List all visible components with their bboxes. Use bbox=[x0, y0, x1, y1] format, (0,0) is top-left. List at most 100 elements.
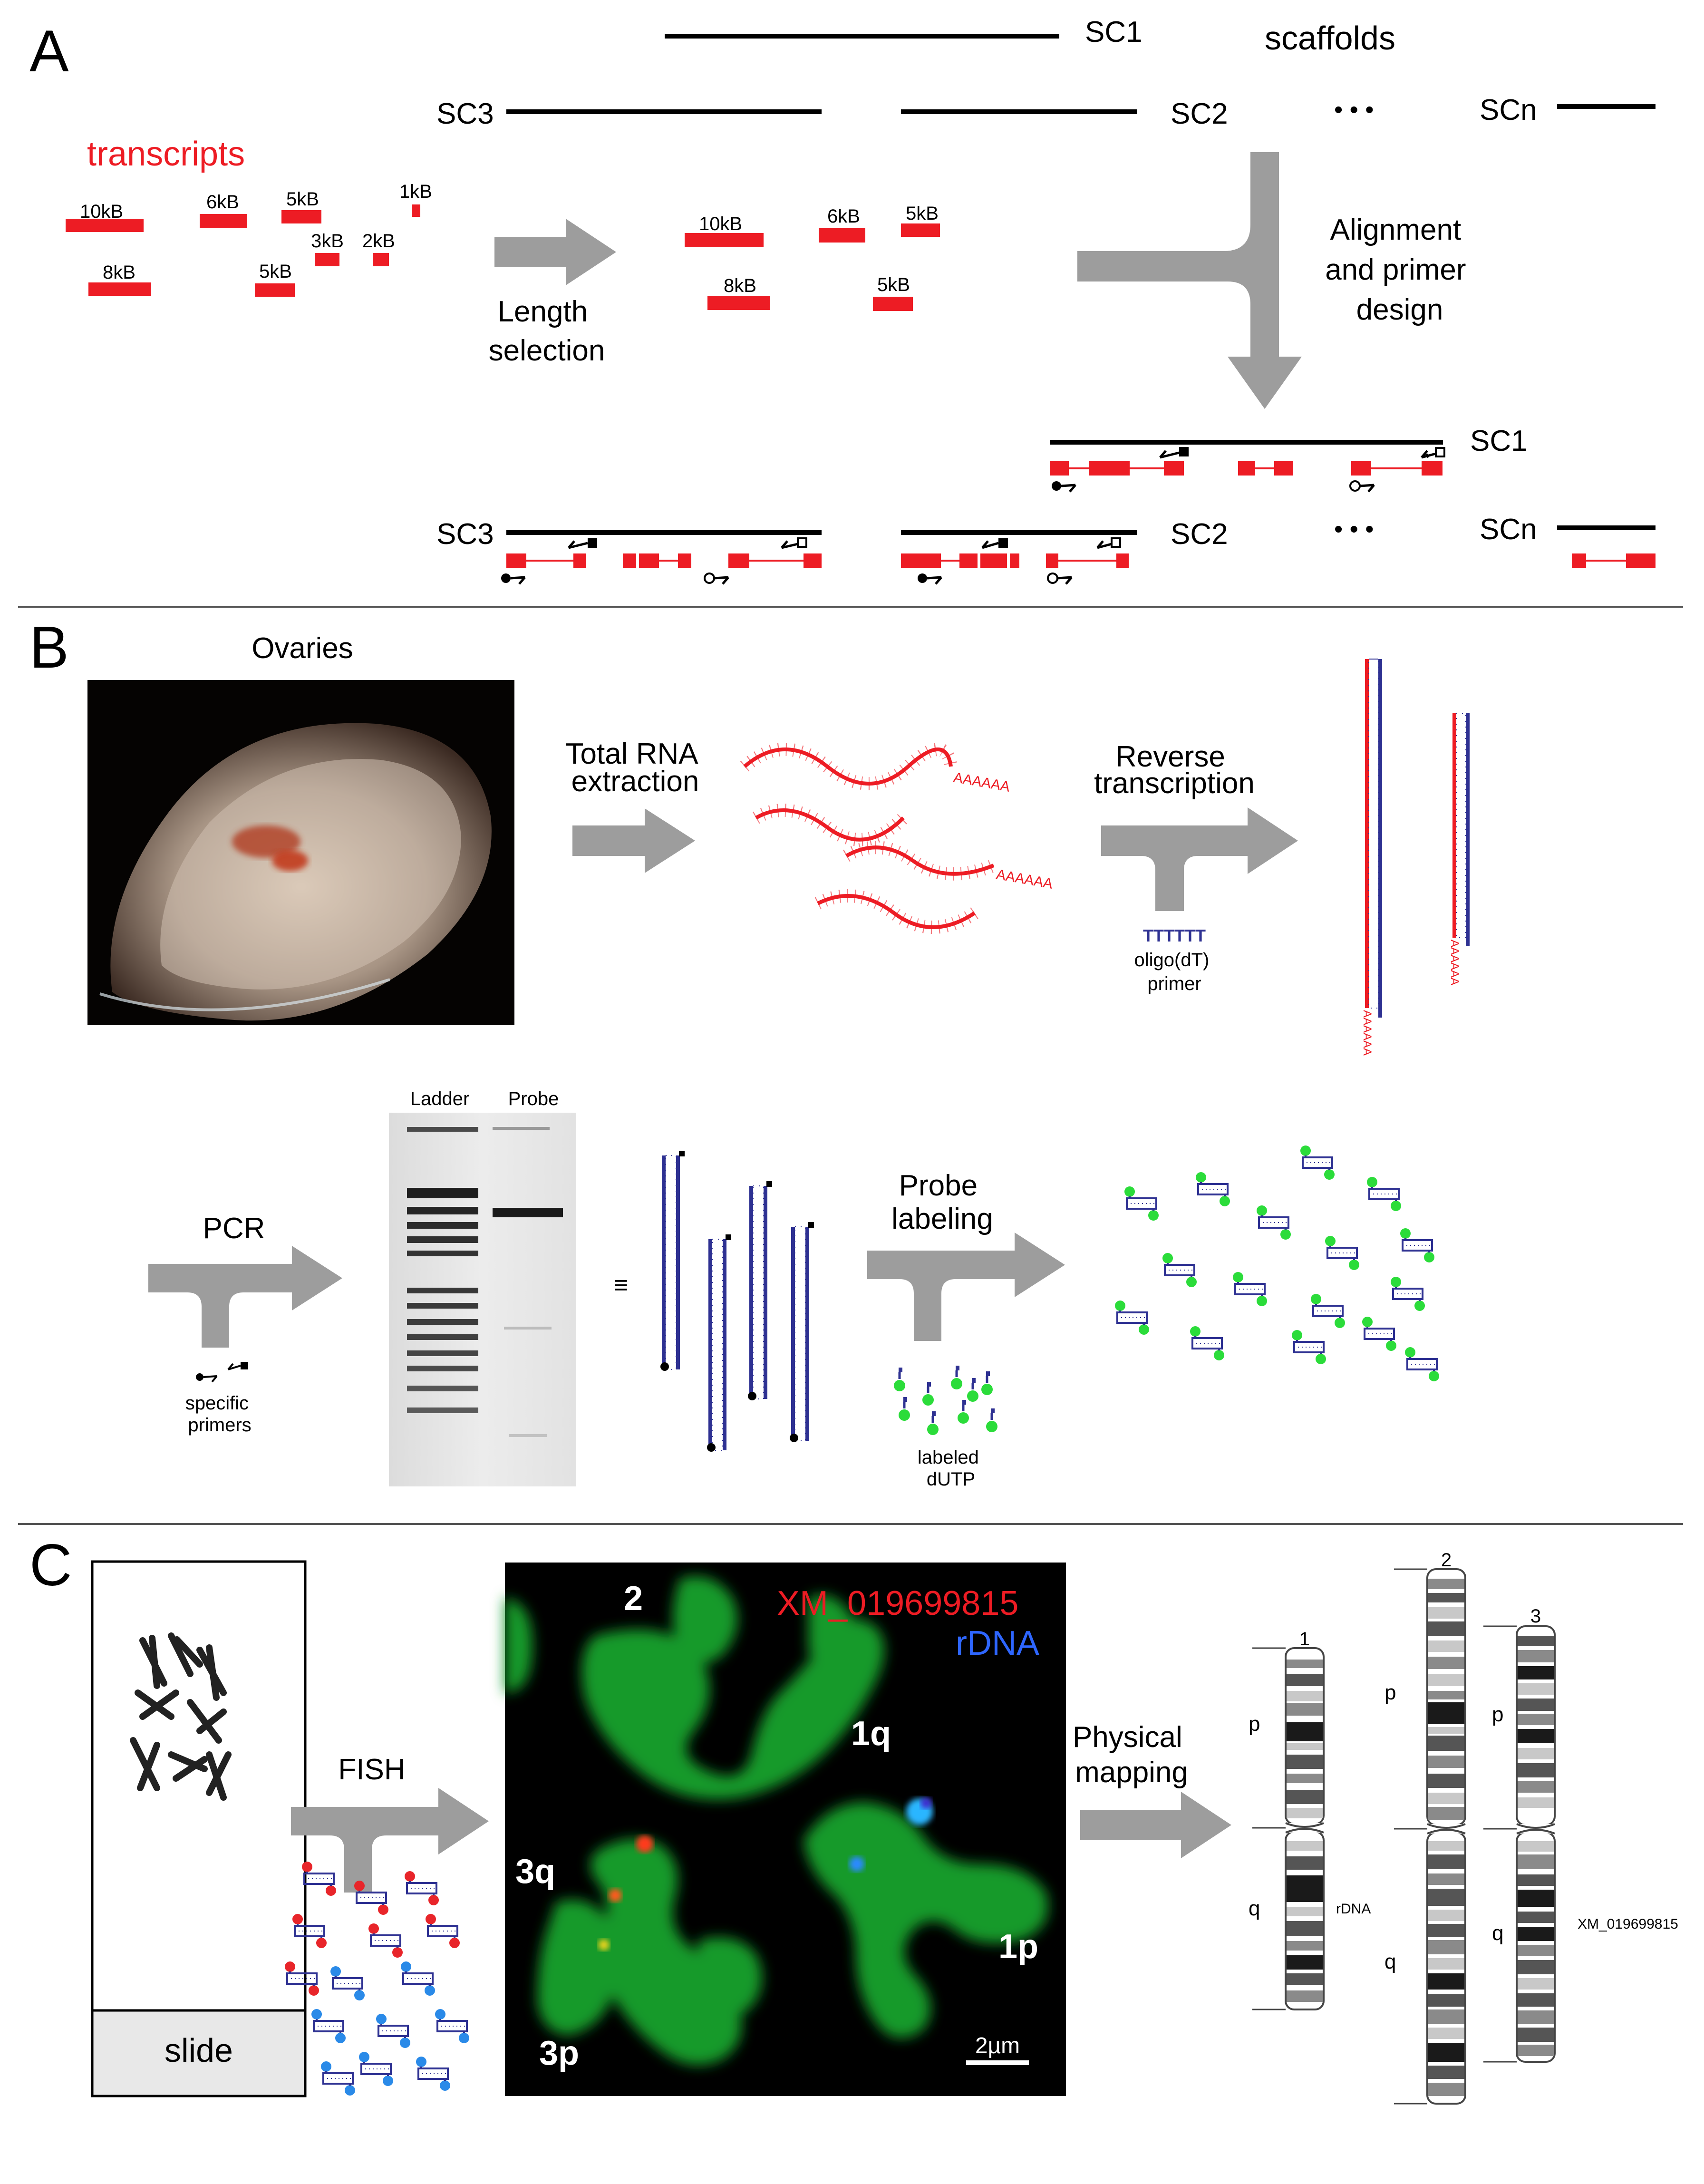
transcript-8kb bbox=[88, 282, 151, 296]
chr3-marker-label: XM_019699815 bbox=[1578, 1916, 1678, 1932]
alignment-label: Alignment and primer design bbox=[1325, 214, 1474, 326]
labeled-probe-10 bbox=[1115, 1301, 1149, 1335]
aligned-sc3 bbox=[501, 530, 822, 585]
fish-probe-red-4 bbox=[292, 1914, 327, 1948]
cdna-hybrid-short bbox=[1452, 713, 1470, 946]
sc1-label-bottom: SC1 bbox=[1470, 425, 1528, 457]
t5kb-b-label: 5kB bbox=[259, 261, 292, 282]
transcript-10kb bbox=[66, 219, 144, 232]
sc3-label-bottom: SC3 bbox=[436, 518, 494, 551]
dutp-6 bbox=[927, 1411, 939, 1435]
labeled-probe-2 bbox=[1196, 1172, 1230, 1206]
pcr-product-3 bbox=[749, 1185, 767, 1399]
labeled-dutp-icons bbox=[894, 1366, 997, 1435]
physical-mapping-line1: Physical bbox=[1073, 1721, 1182, 1754]
dutp-5 bbox=[899, 1397, 910, 1421]
transcript-5kb-b bbox=[255, 283, 295, 297]
fish-probe-red-2 bbox=[354, 1881, 388, 1915]
dutp-8 bbox=[986, 1408, 997, 1432]
polya-2: AAAAAA bbox=[995, 866, 1054, 892]
chrom-1p-label: 1p bbox=[998, 1928, 1038, 1966]
pcr-product-2 bbox=[708, 1239, 726, 1451]
oligo-seq: TTTTTT bbox=[1143, 926, 1206, 945]
sc3-label-top: SC3 bbox=[436, 97, 494, 130]
dots-top: • • • bbox=[1334, 96, 1374, 124]
sel-10kb-label: 10kB bbox=[699, 214, 742, 234]
labeled-probe-7 bbox=[1162, 1253, 1197, 1287]
sel-5kb-b-label: 5kB bbox=[877, 274, 910, 295]
xm-signal-1 bbox=[636, 1835, 653, 1853]
probe-labeling-line1: Probe bbox=[899, 1169, 978, 1202]
selected-5kb-b bbox=[873, 297, 913, 311]
dutp-1 bbox=[894, 1368, 905, 1391]
fish-probe-blue-3 bbox=[311, 2009, 346, 2043]
polya-hybrid-long: AAAAAA bbox=[1361, 1010, 1374, 1056]
panel-b-letter: B bbox=[29, 615, 69, 680]
scn-label-top: SCn bbox=[1480, 94, 1537, 126]
ideogram-chr2 bbox=[1394, 1568, 1466, 2105]
physical-mapping-arrow bbox=[1080, 1792, 1231, 1858]
selected-8kb bbox=[707, 296, 770, 310]
sc2-label-top: SC2 bbox=[1171, 97, 1228, 130]
labeled-probes bbox=[1115, 1145, 1439, 1381]
t5kb-label: 5kB bbox=[286, 189, 319, 210]
sc1-label-top: SC1 bbox=[1085, 16, 1142, 49]
chr1-q-label: q bbox=[1249, 1897, 1260, 1920]
polya-hybrid-short: AAAAAA bbox=[1448, 940, 1461, 985]
pcr-products bbox=[662, 1155, 809, 1451]
specific-primers-icon bbox=[196, 1362, 248, 1383]
labeled-dutp-line1: labeled bbox=[918, 1447, 979, 1468]
fish-probe-red-1 bbox=[302, 1862, 336, 1896]
specific-primers-line2: primers bbox=[188, 1415, 251, 1436]
equivalence-sign: ≡ bbox=[614, 1272, 628, 1299]
t6kb-label: 6kB bbox=[206, 192, 239, 213]
sc2-label-bottom: SC2 bbox=[1171, 518, 1228, 551]
specific-primers-label: specific primers bbox=[185, 1393, 254, 1436]
fish-probe-blue-6 bbox=[321, 2061, 355, 2096]
fish-probe-blue-5 bbox=[435, 2009, 469, 2043]
fish-probe-red-5 bbox=[368, 1923, 403, 1958]
pcr-product-1 bbox=[662, 1155, 680, 1370]
dutp-4 bbox=[981, 1371, 993, 1395]
fish-rdna-label: rDNA bbox=[956, 1624, 1039, 1662]
alignment-arrow bbox=[1077, 152, 1302, 409]
labeled-probe-13 bbox=[1292, 1330, 1326, 1364]
oligo-label: oligo(dT) primer bbox=[1134, 950, 1215, 994]
panel-a-letter: A bbox=[29, 19, 69, 84]
chrom-3p-label: 3p bbox=[539, 2034, 579, 2072]
chr1-number: 1 bbox=[1299, 1629, 1310, 1650]
labeled-probe-1 bbox=[1124, 1186, 1159, 1221]
t3kb-label: 3kB bbox=[311, 231, 344, 252]
t10kb-label: 10kB bbox=[80, 201, 123, 222]
chrom-2-label: 2 bbox=[624, 1580, 643, 1618]
labeled-probe-12 bbox=[1190, 1326, 1224, 1360]
pcr-arrow bbox=[148, 1246, 342, 1348]
gel-probe-label: Probe bbox=[508, 1088, 559, 1109]
dutp-3 bbox=[951, 1366, 962, 1389]
total-rna-line1: Total RNA bbox=[566, 738, 699, 770]
dutp-2 bbox=[922, 1382, 934, 1406]
pcr-product-4 bbox=[791, 1226, 809, 1441]
labeled-probe-11 bbox=[1311, 1294, 1345, 1328]
selected-10kb bbox=[685, 233, 764, 247]
alignment-line2: and primer bbox=[1325, 253, 1466, 286]
panel-a: A SC1 scaffolds SC3 SC2 • • • SCn transc… bbox=[29, 16, 1656, 585]
sel-6kb-label: 6kB bbox=[827, 206, 860, 227]
labeled-probe-9 bbox=[1400, 1228, 1434, 1262]
specific-primers-line1: specific bbox=[185, 1393, 249, 1414]
total-rna-line2: extraction bbox=[571, 765, 699, 798]
labeled-probe-14 bbox=[1391, 1277, 1425, 1311]
chr3-number: 3 bbox=[1530, 1606, 1541, 1627]
labeled-probe-16 bbox=[1405, 1347, 1439, 1381]
probe-labeling-line2: labeling bbox=[891, 1203, 993, 1235]
rna-strands bbox=[740, 743, 997, 934]
xm-signal-2 bbox=[609, 1889, 622, 1902]
aligned-sc1 bbox=[1050, 440, 1445, 493]
rdna-signal-3 bbox=[849, 1856, 864, 1872]
physical-mapping-line2: mapping bbox=[1075, 1756, 1188, 1789]
chr1-marker-label: rDNA bbox=[1336, 1901, 1371, 1917]
alignment-line3: design bbox=[1356, 293, 1443, 326]
chr3-p-label: p bbox=[1492, 1703, 1503, 1726]
fish-probe-blue-2 bbox=[401, 1961, 435, 1996]
dutp-9 bbox=[967, 1378, 978, 1402]
